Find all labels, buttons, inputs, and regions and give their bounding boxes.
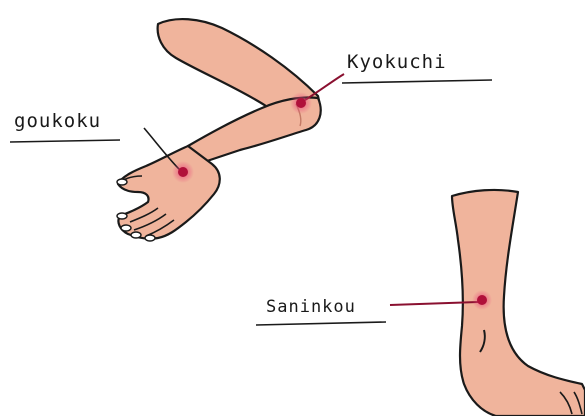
saninkou-label: Saninkou xyxy=(266,299,356,316)
acupoints xyxy=(172,92,492,310)
goukoku-point xyxy=(178,167,188,177)
kyokuchi-point xyxy=(296,98,306,108)
kyokuchi-underline xyxy=(342,80,492,83)
arm-drawing xyxy=(117,19,321,241)
goukoku-underline xyxy=(10,140,120,142)
hand xyxy=(118,146,220,239)
kyokuchi-label: Kyokuchi xyxy=(347,53,447,72)
goukoku-label: goukoku xyxy=(14,112,101,131)
saninkou-underline xyxy=(256,322,386,325)
saninkou-point xyxy=(477,295,487,305)
